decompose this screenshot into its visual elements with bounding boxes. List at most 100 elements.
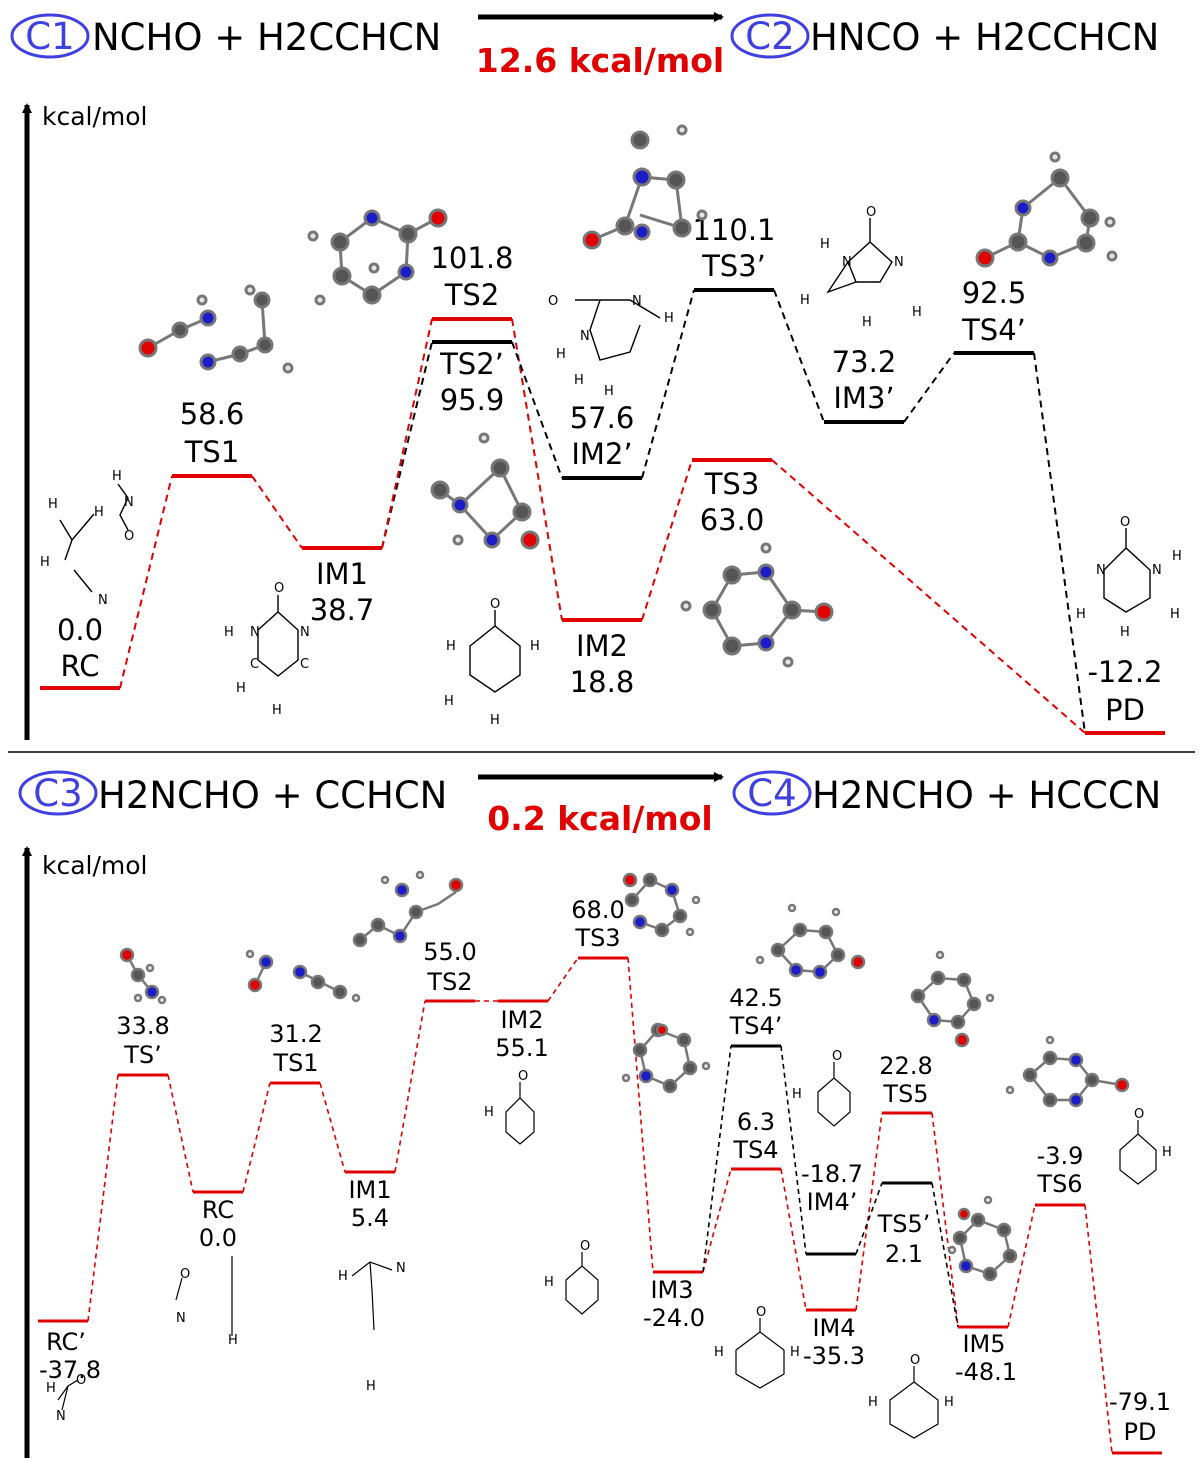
im4pb-value: -18.7 [801, 1160, 863, 1188]
svg-text:H: H [366, 1379, 376, 1394]
rcp-value: -37.8 [39, 1356, 101, 1384]
svg-text:H: H [792, 1087, 802, 1102]
svg-text:O: O [866, 205, 876, 220]
svg-text:H: H [236, 681, 246, 696]
im2-value: 18.8 [570, 665, 635, 699]
im3b-skeletal-structure: OH [544, 1239, 599, 1315]
im2p-name: IM2’ [571, 437, 632, 471]
rcp-skeletal-structure: HO N [46, 1373, 86, 1424]
svg-text:O: O [124, 529, 134, 544]
im2p-value: 57.6 [570, 401, 635, 435]
im4b-value: -35.3 [803, 1342, 865, 1370]
im2b-skeletal-structure: OH [484, 1069, 535, 1145]
svg-text:H: H [228, 1333, 238, 1348]
c4-formula: H2NCHO + HCCCN [812, 774, 1161, 817]
panel2-labels: RC’ -37.8 33.8 TS’ RC 0.0 31.2 TS1 IM1 5… [39, 896, 1171, 1446]
ts6b-molecule-model [1005, 1035, 1130, 1108]
pdb-name: PD [1124, 1418, 1157, 1446]
svg-text:H: H [944, 1395, 954, 1410]
svg-text:H: H [1076, 607, 1086, 622]
svg-text:O: O [756, 1305, 766, 1320]
ts4p-name: TS4’ [961, 313, 1026, 347]
svg-text:O: O [1134, 1107, 1144, 1122]
tsp-molecule-model [119, 947, 167, 1005]
rc-skeletal-structure: HH HN HNO [40, 469, 134, 608]
ts2-molecule-model [307, 208, 448, 306]
svg-text:H: H [530, 639, 540, 654]
pdb-skeletal-structure: OH [1119, 1107, 1172, 1185]
rc2-value: 0.0 [199, 1224, 237, 1252]
svg-text:N: N [124, 495, 134, 510]
c1-formula: NCHO + H2CCHCN [92, 16, 441, 59]
ts4b-value: 6.3 [737, 1108, 775, 1136]
pd-value: -12.2 [1087, 655, 1162, 689]
ts5b-name: TS5 [882, 1080, 928, 1108]
svg-text:N: N [176, 1311, 186, 1326]
rc2-skeletal-structure: O N H [175, 1256, 238, 1348]
ts2p-name: TS2’ [439, 347, 504, 381]
svg-text:O: O [490, 597, 500, 612]
c1-tag: C1 [25, 15, 74, 58]
svg-text:N: N [1096, 563, 1106, 578]
panel1-axis-unit: kcal/mol [42, 102, 148, 131]
tsp-name: TS’ [123, 1041, 162, 1069]
im2b-name: IM2 [500, 1006, 543, 1034]
c2-formula: HNCO + H2CCHCN [810, 16, 1159, 59]
ts2b-value: 55.0 [423, 938, 476, 966]
ts4p-molecule-model [975, 151, 1118, 268]
im4b-name: IM4 [812, 1314, 855, 1342]
svg-text:N: N [56, 1409, 66, 1424]
im3b-value: -24.0 [643, 1304, 705, 1332]
ts4pb-value: 42.5 [729, 984, 782, 1012]
panel2-header: C3 H2NCHO + CCHCN 0.2 kcal/mol C4 H2NCHO… [18, 770, 1161, 838]
ts3b-molecule-model [622, 872, 701, 938]
im4pb-name: IM4’ [807, 1188, 858, 1216]
ts2b-molecule-model [352, 870, 464, 948]
svg-text:O: O [180, 1267, 190, 1282]
im1-name: IM1 [316, 557, 368, 591]
svg-text:O: O [274, 581, 284, 596]
svg-text:N: N [842, 255, 852, 270]
ts1b-molecule-model [245, 949, 361, 1003]
svg-text:C: C [250, 657, 259, 672]
c4-tag: C4 [747, 772, 796, 815]
svg-text:H: H [490, 713, 500, 728]
c2-tag: C2 [745, 15, 794, 58]
svg-text:H: H [444, 694, 454, 709]
svg-text:N: N [250, 625, 260, 640]
ts3b-name: TS3 [574, 924, 620, 952]
svg-text:N: N [396, 1261, 406, 1276]
panel2-connectors [87, 957, 1113, 1454]
ts5b-molecule-model [910, 950, 995, 1048]
svg-text:H: H [790, 1345, 800, 1360]
im2-name: IM2 [576, 629, 628, 663]
c4-badge-circle [732, 770, 812, 816]
im5b-skeletal-structure: OH H [868, 1353, 954, 1439]
c2-badge-circle [730, 13, 810, 59]
svg-text:N: N [580, 329, 590, 344]
ts3p-name: TS3’ [701, 249, 766, 283]
rcp-name: RC’ [46, 1328, 86, 1356]
im1-value: 38.7 [310, 593, 375, 627]
ts3p-value: 110.1 [692, 213, 775, 247]
ts1-molecule-model [138, 284, 294, 374]
im1b-value: 5.4 [351, 1204, 389, 1232]
im2p-molecule-model [582, 124, 708, 250]
rc-value: 0.0 [57, 613, 103, 647]
im5b-name: IM5 [962, 1330, 1005, 1358]
panel1-header: C1 NCHO + H2CCHCN 12.6 kcal/mol C2 HNCO … [10, 12, 1159, 80]
svg-text:O: O [518, 1069, 528, 1084]
svg-text:H: H [912, 305, 922, 320]
ts1-value: 58.6 [180, 397, 245, 431]
tsp-value: 33.8 [116, 1012, 169, 1040]
im3b-molecule-model [621, 1022, 711, 1094]
ts1b-value: 31.2 [269, 1020, 322, 1048]
ts4b-name: TS4 [732, 1136, 778, 1164]
svg-text:H: H [484, 1105, 494, 1120]
svg-text:H: H [1120, 625, 1130, 640]
